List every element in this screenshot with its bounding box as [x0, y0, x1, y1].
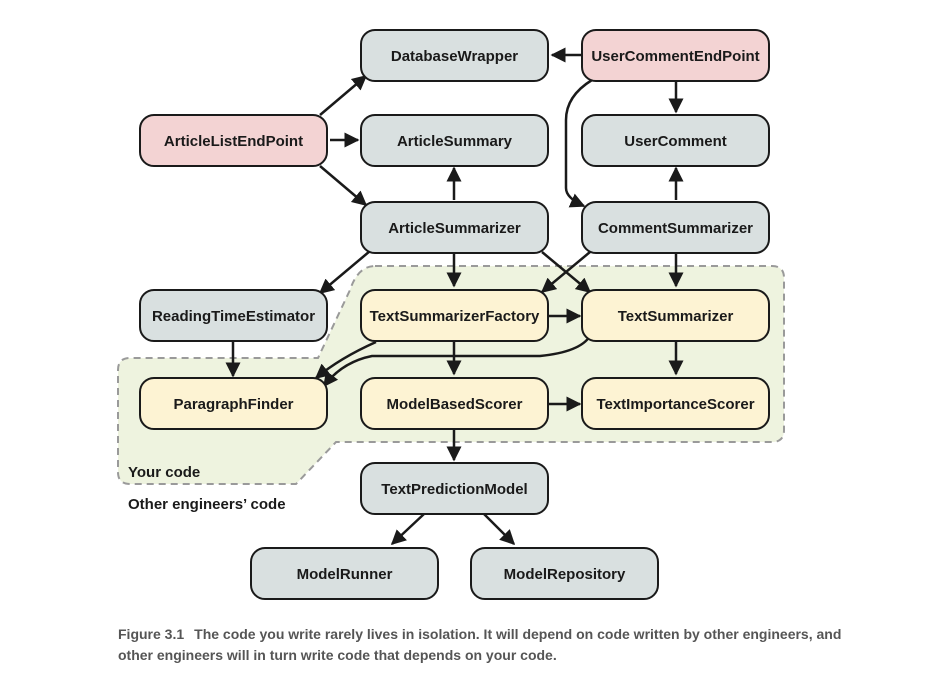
- node-user-comment: UserComment: [581, 114, 770, 167]
- svg-text:TextImportanceScorer: TextImportanceScorer: [596, 396, 754, 413]
- edge-articlelist-databasewrapper: [319, 75, 368, 116]
- edge-articlesummarizer-readingtime: [318, 250, 371, 294]
- edge-usercommentendpoint-commentsummarizer: [564, 78, 593, 208]
- svg-text:ModelRepository: ModelRepository: [504, 566, 626, 583]
- svg-text:CommentSummarizer: CommentSummarizer: [598, 220, 753, 237]
- node-article-summarizer: ArticleSummarizer: [360, 201, 549, 254]
- svg-text:DatabaseWrapper: DatabaseWrapper: [391, 48, 518, 65]
- other-code-label: Other engineers’ code: [128, 496, 286, 513]
- edge-predictionmodel-modelrepository: [483, 513, 516, 546]
- figure-number: Figure 3.1: [118, 626, 185, 642]
- node-article-list-endpoint: ArticleListEndPoint: [139, 114, 328, 167]
- node-model-repository: ModelRepository: [470, 547, 659, 600]
- node-model-runner: ModelRunner: [250, 547, 439, 600]
- dependency-diagram: Your code Other engineers’ code Database…: [117, 29, 785, 600]
- edge-factory-paragraphfinder: [314, 340, 377, 379]
- node-text-summarizer: TextSummarizer: [581, 289, 770, 342]
- node-database-wrapper: DatabaseWrapper: [360, 29, 549, 82]
- svg-text:TextSummarizerFactory: TextSummarizerFactory: [370, 308, 540, 325]
- svg-text:UserCommentEndPoint: UserCommentEndPoint: [591, 48, 759, 65]
- svg-text:UserComment: UserComment: [624, 133, 727, 150]
- svg-text:ArticleListEndPoint: ArticleListEndPoint: [164, 133, 303, 150]
- node-text-prediction-model: TextPredictionModel: [360, 462, 549, 515]
- svg-text:ReadingTimeEstimator: ReadingTimeEstimator: [152, 308, 315, 325]
- node-paragraph-finder: ParagraphFinder: [139, 377, 328, 430]
- node-user-comment-endpoint: UserCommentEndPoint: [581, 29, 770, 82]
- node-reading-time-estimator: ReadingTimeEstimator: [139, 289, 328, 342]
- svg-text:ParagraphFinder: ParagraphFinder: [173, 396, 293, 413]
- edge-predictionmodel-modelrunner: [390, 513, 425, 546]
- node-article-summary: ArticleSummary: [360, 114, 549, 167]
- edge-articlelist-articlesummarizer: [319, 165, 368, 206]
- svg-text:ArticleSummarizer: ArticleSummarizer: [388, 220, 521, 237]
- your-code-label: Your code: [128, 464, 200, 481]
- svg-text:ArticleSummary: ArticleSummary: [397, 133, 513, 150]
- node-model-based-scorer: ModelBasedScorer: [360, 377, 549, 430]
- caption-text: The code you write rarely lives in isola…: [118, 626, 842, 663]
- svg-text:ModelRunner: ModelRunner: [297, 566, 393, 583]
- node-text-summarizer-factory: TextSummarizerFactory: [360, 289, 549, 342]
- edge-textsummarizer-paragraphfinder: [323, 335, 592, 388]
- edge-commentsummarizer-factory: [540, 251, 591, 293]
- node-comment-summarizer: CommentSummarizer: [581, 201, 770, 254]
- node-text-importance-scorer: TextImportanceScorer: [581, 377, 770, 430]
- edges: [225, 47, 684, 546]
- svg-text:TextPredictionModel: TextPredictionModel: [381, 481, 527, 498]
- svg-text:TextSummarizer: TextSummarizer: [618, 308, 734, 325]
- svg-text:ModelBasedScorer: ModelBasedScorer: [387, 396, 523, 413]
